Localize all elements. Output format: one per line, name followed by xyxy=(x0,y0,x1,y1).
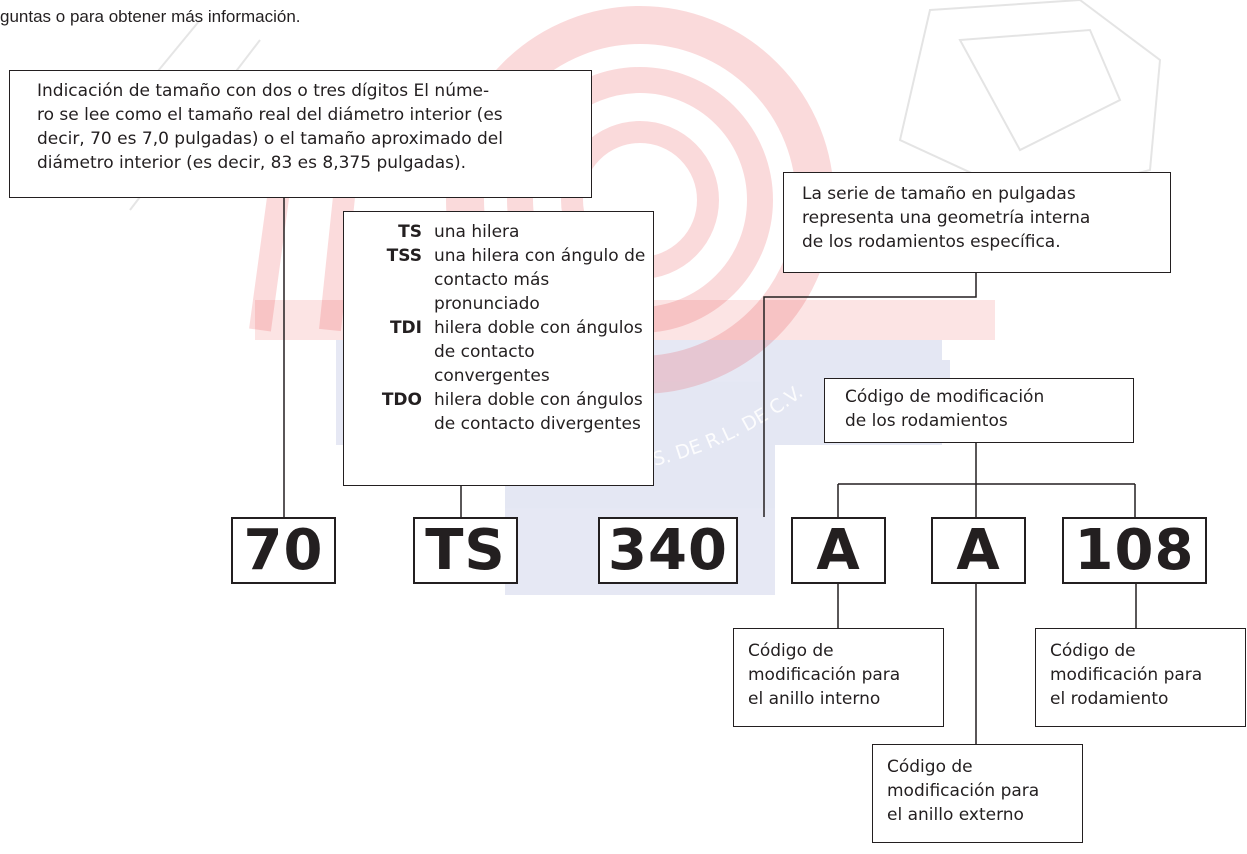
code-type: TS xyxy=(413,517,518,584)
modification-text: Código de modificación de los rodamiento… xyxy=(845,387,1045,431)
code-size: 70 xyxy=(231,517,336,584)
inner-ring-box: Código de modificación para el anillo in… xyxy=(733,628,944,727)
legend-description: una hilera con ángulo de contacto más pr… xyxy=(434,246,646,314)
outer-ring-box: Código de modificación para el anillo ex… xyxy=(872,744,1083,843)
inner-ring-text: Código de modificación para el anillo in… xyxy=(748,641,901,709)
legend-description: hilera doble con ángulos de contacto div… xyxy=(434,390,643,434)
bearing-text: Código de modificación para el rodamient… xyxy=(1050,641,1203,709)
legend-description: una hilera xyxy=(434,222,520,242)
legend-code: TDI xyxy=(389,318,422,338)
intro-text: guntas o para obtener más información. xyxy=(0,7,301,26)
legend-row: TSS una hilera con ángulo de contacto más… xyxy=(344,244,647,316)
size-indication-box: Indicación de tamaño con dos o tres dígi… xyxy=(9,70,592,198)
modification-box: Código de modificación de los rodamiento… xyxy=(824,378,1134,443)
legend-row: TDI hilera doble con ángulos de contacto … xyxy=(344,316,647,388)
code-series: 340 xyxy=(598,517,738,584)
code-inner-ring: A xyxy=(791,517,886,584)
legend-code: TSS xyxy=(386,246,422,266)
series-box: La serie de tamaño en pulgadas represent… xyxy=(783,172,1171,273)
bearing-box: Código de modificación para el rodamient… xyxy=(1035,628,1246,727)
legend-row: TS una hilera xyxy=(344,220,647,244)
code-outer-ring: A xyxy=(931,517,1026,584)
legend-code: TDO xyxy=(381,390,422,410)
legend-row: TDO hilera doble con ángulos de contacto … xyxy=(344,388,647,436)
code-bearing: 108 xyxy=(1062,517,1207,584)
outer-ring-text: Código de modificación para el anillo ex… xyxy=(887,757,1040,825)
size-indication-text: Indicación de tamaño con dos o tres dígi… xyxy=(37,81,503,173)
legend-description: hilera doble con ángulos de contacto con… xyxy=(434,318,643,386)
legend-code: TS xyxy=(398,222,422,242)
series-text: La serie de tamaño en pulgadas represent… xyxy=(802,184,1091,252)
